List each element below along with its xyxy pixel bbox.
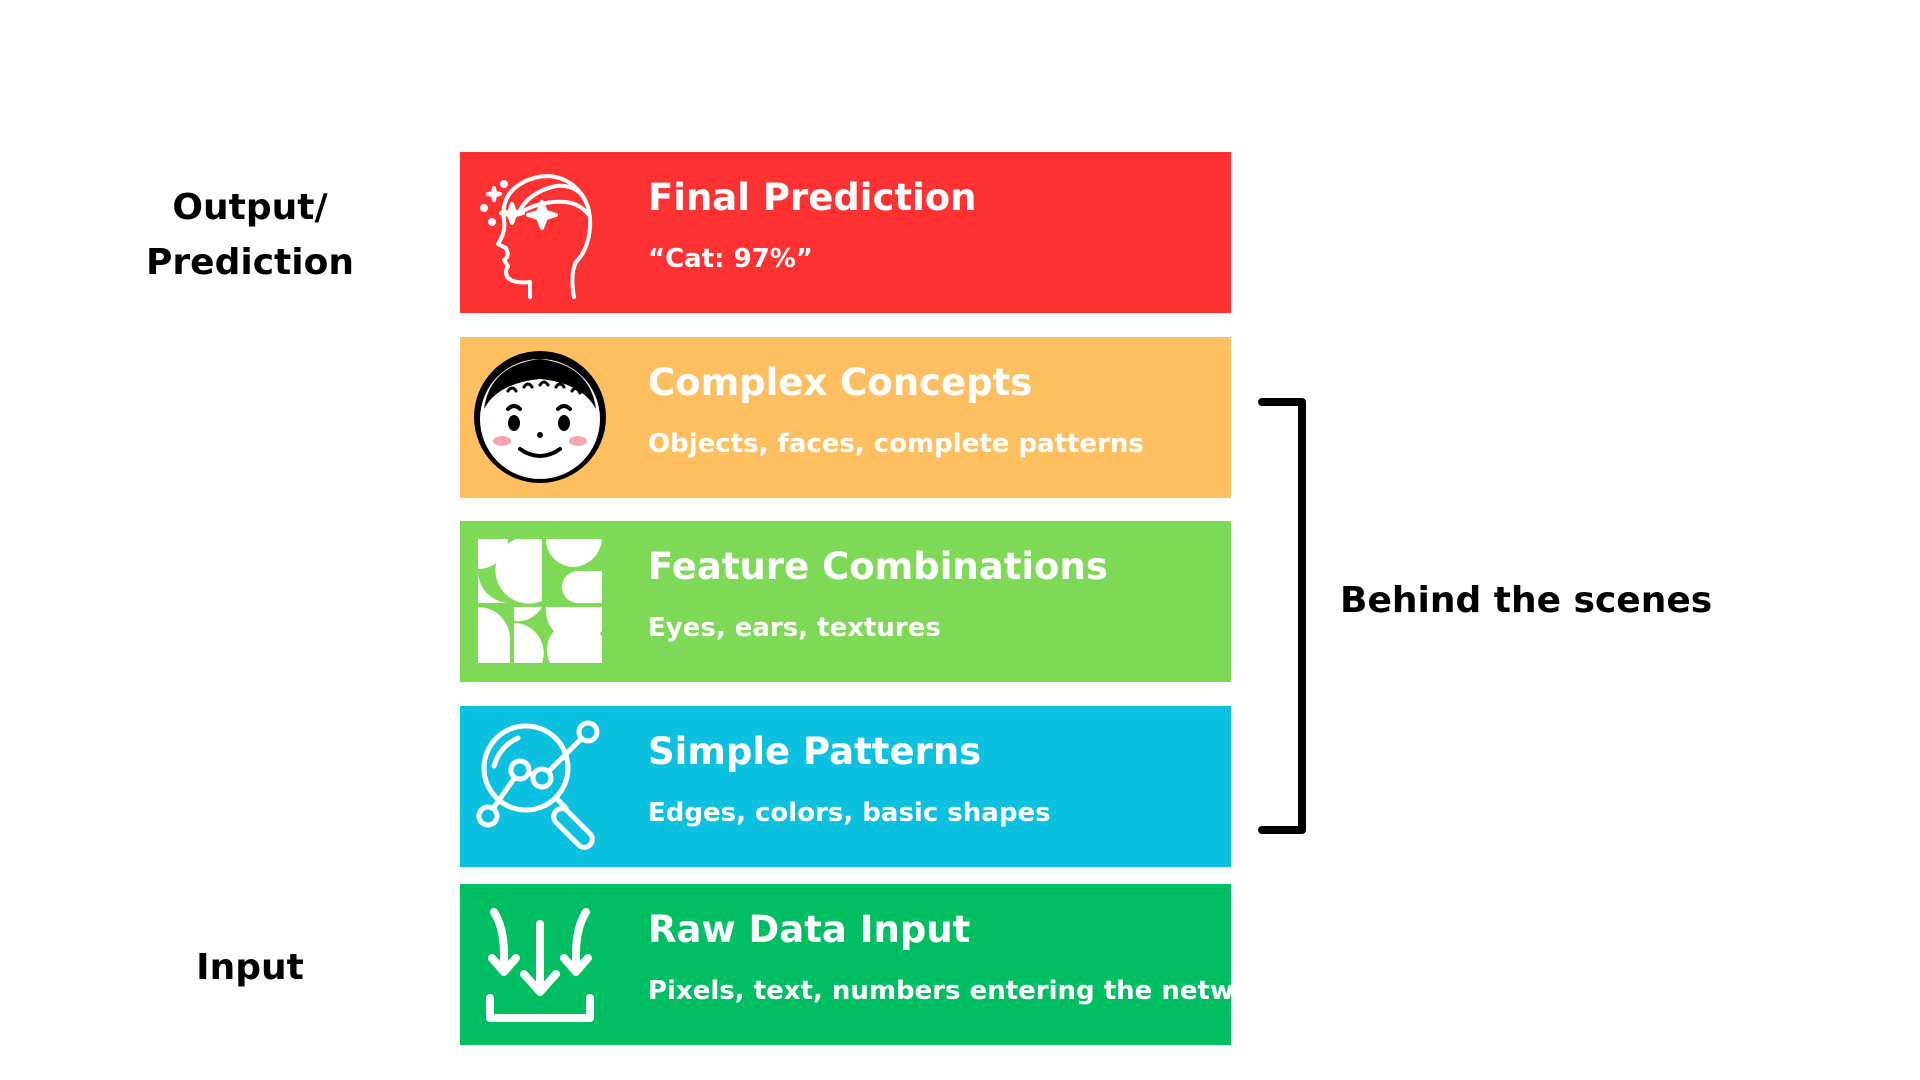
layer-title: Complex Concepts [648, 361, 1033, 404]
layer-complex-concepts: Complex Concepts Objects, faces, complet… [460, 337, 1231, 498]
layer-subtitle: Eyes, ears, textures [648, 613, 941, 643]
layer-title: Simple Patterns [648, 730, 982, 773]
mind-sparkle-head-icon [470, 162, 610, 302]
layer-subtitle: Objects, faces, complete patterns [648, 429, 1144, 459]
magnifier-analysis-icon [470, 716, 610, 856]
layer-simple-patterns: Simple Patterns Edges, colors, basic sha… [460, 706, 1231, 867]
layer-final-prediction: Final Prediction “Cat: 97%” [460, 152, 1231, 313]
input-label: Input [196, 947, 304, 988]
geometric-pattern-icon [470, 531, 610, 671]
layer-title: Feature Combinations [648, 545, 1108, 588]
layer-subtitle: Edges, colors, basic shapes [648, 798, 1051, 828]
output-label-line1: Output/ [172, 187, 328, 228]
layer-title: Raw Data Input [648, 908, 971, 951]
output-prediction-label: Output/ Prediction [100, 180, 400, 290]
layer-title: Final Prediction [648, 176, 977, 219]
output-label-line2: Prediction [146, 242, 354, 283]
layer-feature-combinations: Feature Combinations Eyes, ears, texture… [460, 521, 1231, 682]
arrows-into-tray-icon [470, 894, 610, 1034]
behind-the-scenes-label: Behind the scenes [1340, 580, 1713, 621]
behind-the-scenes-bracket [1258, 398, 1306, 834]
layer-subtitle: “Cat: 97%” [648, 244, 813, 274]
layer-raw-data-input: Raw Data Input Pixels, text, numbers ent… [460, 884, 1231, 1045]
layer-subtitle: Pixels, text, numbers entering the netwo… [648, 976, 1231, 1006]
smiling-face-icon [470, 347, 610, 487]
